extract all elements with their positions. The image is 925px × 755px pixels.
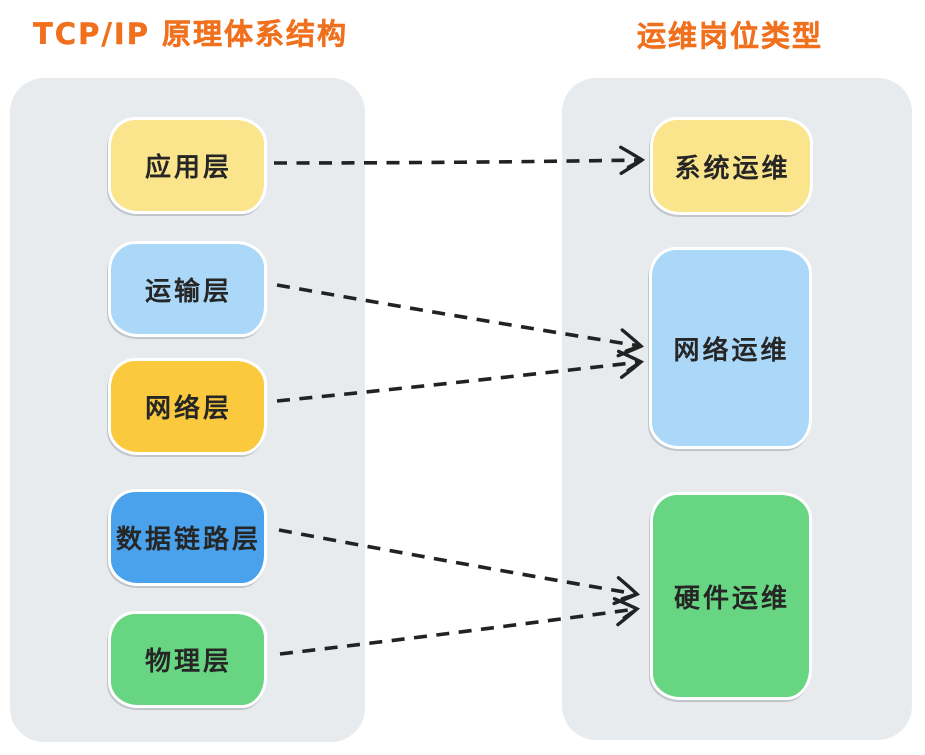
- hardware-ops-label: 硬件运维: [673, 583, 790, 614]
- network-layer-label: 网络层: [144, 394, 232, 424]
- system-ops-box: 系统运维: [650, 117, 813, 215]
- right-panel-title: 运维岗位类型: [637, 19, 824, 53]
- datalink-layer-label: 数据链路层: [115, 525, 261, 555]
- system-ops-label: 系统运维: [674, 153, 791, 184]
- transport-layer-box: 运输层: [108, 241, 267, 337]
- left-panel-title: TCP/IP 原理体系结构: [33, 17, 349, 51]
- datalink-layer-box: 数据链路层: [108, 489, 267, 586]
- hardware-ops-box: 硬件运维: [650, 492, 812, 700]
- app-layer-label: 应用层: [144, 153, 232, 183]
- network-ops-label: 网络运维: [673, 335, 790, 366]
- network-layer-box: 网络层: [108, 358, 267, 455]
- physical-layer-box: 物理层: [108, 611, 267, 708]
- physical-layer-label: 物理层: [144, 647, 232, 677]
- network-ops-box: 网络运维: [649, 247, 812, 449]
- transport-layer-label: 运输层: [144, 276, 232, 307]
- app-layer-box: 应用层: [108, 117, 267, 214]
